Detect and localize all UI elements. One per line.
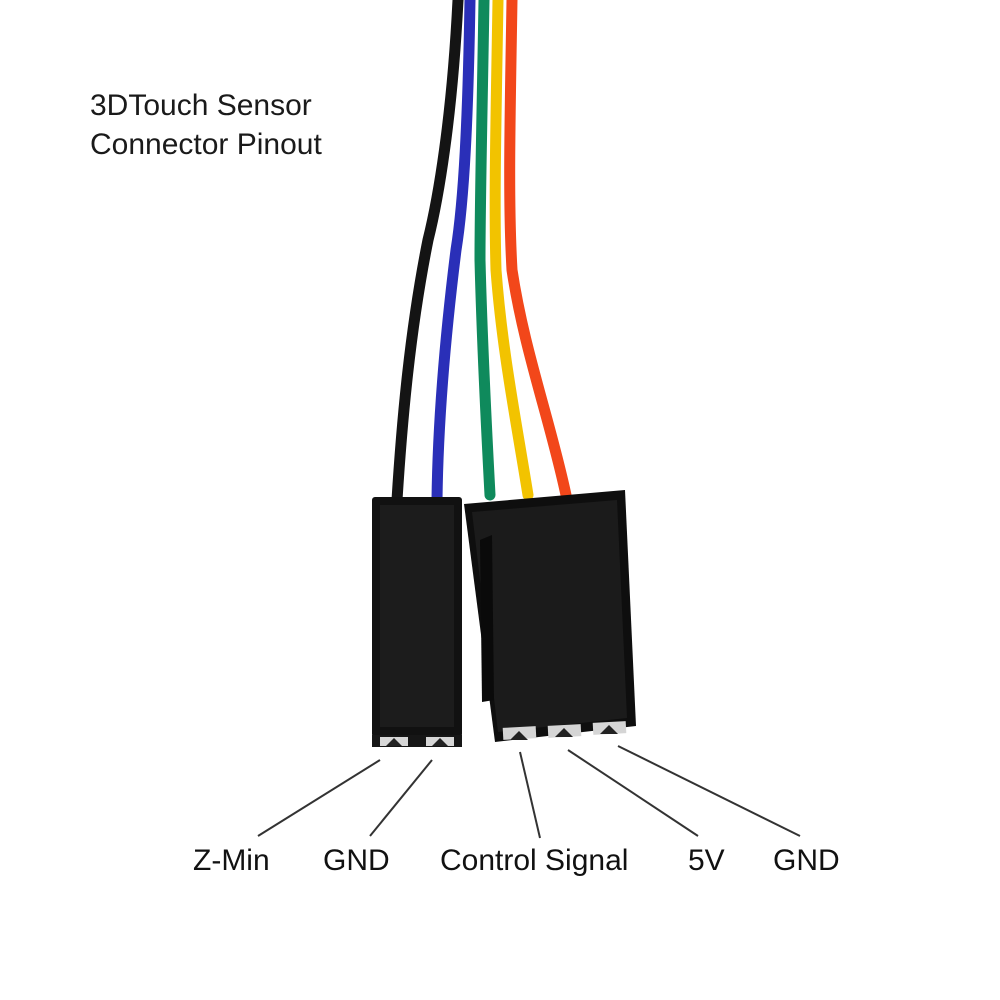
two-pin-connector	[372, 497, 462, 747]
title-line-1: 3DTouch Sensor	[90, 89, 312, 122]
three-pin-connector	[464, 490, 636, 742]
title-line-2: Connector Pinout	[90, 128, 322, 161]
leader-z-min	[257, 759, 381, 837]
wire-blue	[431, 0, 476, 506]
pin-label-gnd-2: GND	[773, 844, 840, 877]
pin-label-gnd-1: GND	[323, 844, 390, 877]
pin-label-5v: 5V	[688, 844, 725, 877]
wire-green	[474, 0, 496, 501]
wire-yellow	[489, 0, 534, 501]
pin-label-z-min: Z-Min	[193, 844, 270, 877]
pin-label-control-signal: Control Signal	[440, 844, 629, 877]
leader-5v	[567, 749, 699, 837]
wire-black	[391, 0, 464, 506]
leader-gnd-2	[617, 745, 801, 837]
leader-gnd-1	[369, 759, 433, 837]
leader-control-signal	[519, 751, 541, 839]
diagram-title: 3DTouch Sensor Connector Pinout	[90, 86, 322, 164]
wire-red	[504, 0, 572, 501]
